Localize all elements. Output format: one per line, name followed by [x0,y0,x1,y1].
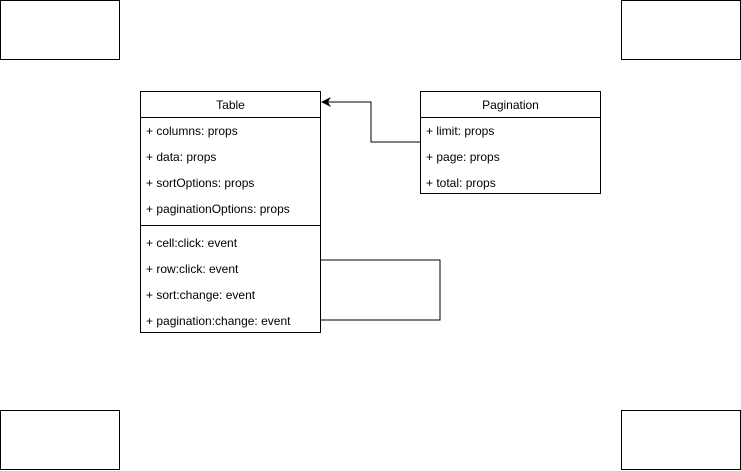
pagination-prop-limit: + limit: props [426,124,495,138]
corner-box-top-left [0,0,120,60]
table-events-list: + cell:click: event + row:click: event +… [141,230,320,334]
table-class-title: Table [141,92,320,118]
table-prop-data: + data: props [146,150,217,164]
corner-box-top-right [621,0,741,60]
pagination-class-box[interactable]: Pagination + limit: props + page: props … [420,91,601,194]
table-prop-pagination-options: + paginationOptions: props [146,202,290,216]
pagination-prop-page: + page: props [426,150,500,164]
table-event-pagination-change: + pagination:change: event [146,314,291,328]
table-props-list: + columns: props + data: props + sortOpt… [141,118,320,222]
row-click-to-pagination-change-connector [321,259,441,321]
corner-box-bottom-right [621,410,741,470]
pagination-props-list: + limit: props + page: props + total: pr… [421,118,600,196]
table-event-cell-click: + cell:click: event [146,236,238,250]
pagination-prop-total: + total: props [426,176,496,190]
table-event-row-click: + row:click: event [146,262,239,276]
pagination-to-table-arrow [321,97,420,143]
table-prop-sort-options: + sortOptions: props [146,176,255,190]
corner-box-bottom-left [0,410,120,470]
table-class-box[interactable]: Table + columns: props + data: props + s… [140,91,321,333]
table-prop-columns: + columns: props [146,124,238,138]
table-section-divider [141,222,320,230]
pagination-class-title: Pagination [421,92,600,118]
table-event-sort-change: + sort:change: event [146,288,256,302]
